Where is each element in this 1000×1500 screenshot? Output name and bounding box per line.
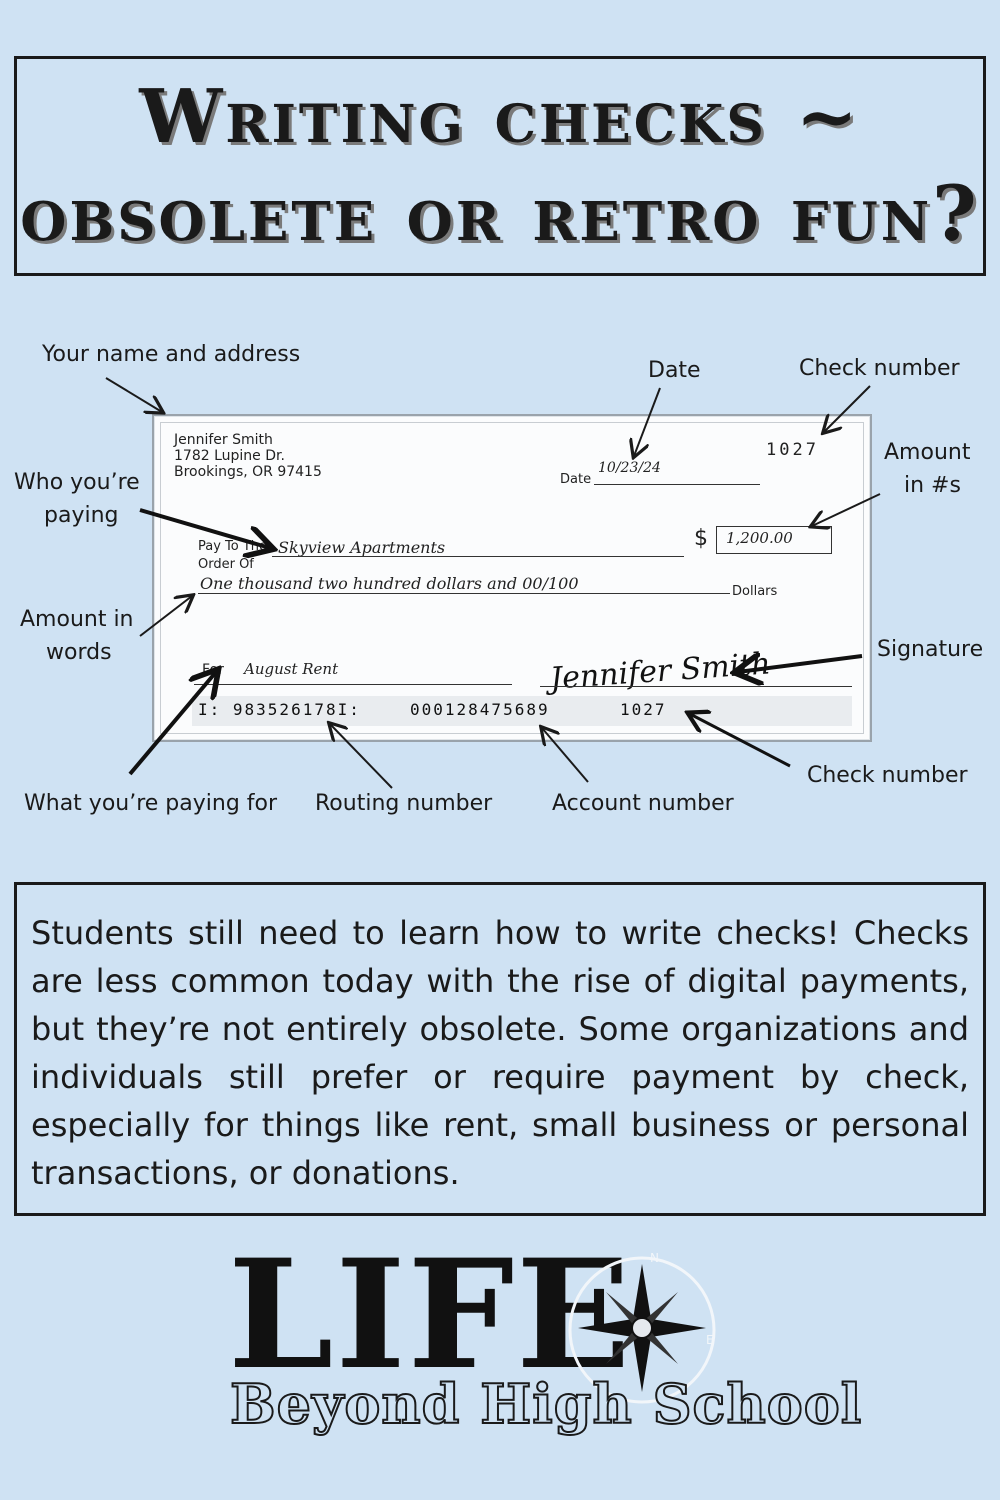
signature-line (540, 686, 852, 687)
page-title-line-1: Writing checks ~ (139, 74, 861, 160)
check-micr-number: 1027 (620, 700, 667, 719)
callout-routing-number: Routing number (315, 791, 493, 816)
arrow-what-paying-for (128, 672, 216, 776)
callout-check-number-top: Check number (799, 356, 960, 381)
logo-life-text: LIFE (228, 1227, 633, 1403)
callout-signature: Signature (877, 637, 984, 662)
check-amount-words: One thousand two hundred dollars and 00/… (200, 574, 579, 593)
compass-e-label: E (706, 1333, 714, 1347)
arrow-account-number (542, 728, 589, 783)
memo-line (194, 684, 512, 685)
arrow-amount-numbers (812, 493, 881, 526)
arrow-routing-number (330, 724, 393, 789)
callout-who-paying-line1: Who you’re (14, 470, 140, 495)
payee-line (272, 556, 684, 557)
check-number: 1027 (766, 440, 819, 460)
callout-who-paying-line2: paying (44, 503, 119, 528)
check-date-value: 10/23/24 (598, 460, 661, 476)
callout-amount-numbers-line1: Amount (884, 440, 971, 465)
callout-amount-numbers-line2: in #s (904, 473, 961, 498)
check-account-number: 000128475689 (410, 700, 550, 719)
callout-account-number: Account number (552, 791, 734, 816)
arrow-check-number-top (824, 385, 871, 432)
check-dollar-sign: $ (694, 526, 708, 551)
page-title-line-2: obsolete or retro fun? (20, 169, 980, 258)
check-amount-numeric: 1,200.00 (726, 529, 793, 547)
check-payee: Skyview Apartments (278, 538, 446, 557)
check-border (160, 422, 864, 734)
check-address-line2: Brookings, OR 97415 (174, 464, 322, 480)
callout-name-address: Your name and address (42, 342, 301, 367)
callout-check-number-bottom: Check number (807, 763, 968, 788)
check-routing-number: I: 983526178I: (198, 700, 361, 719)
check-address-line1: 1782 Lupine Dr. (174, 448, 285, 464)
arrow-name-address (105, 377, 162, 412)
micr-band (192, 696, 852, 726)
check-order-of-label: Order Of (198, 557, 254, 572)
date-line (594, 484, 760, 485)
callout-amount-words-line2: words (46, 640, 112, 665)
amount-words-line (198, 593, 730, 594)
logo-subtitle: Beyond High School (229, 1371, 863, 1437)
arrow-date (634, 387, 661, 456)
check-amount-box (716, 526, 832, 554)
arrow-signature (738, 656, 863, 672)
arrow-amount-words (139, 596, 192, 637)
compass-n-label: N (650, 1251, 659, 1265)
info-paragraph: Students still need to learn how to writ… (31, 914, 969, 1192)
callout-what-paying-for: What you’re paying for (24, 791, 278, 816)
arrow-check-number-bottom (690, 714, 791, 768)
info-box: Students still need to learn how to writ… (14, 882, 986, 1216)
check-date-label: Date (560, 472, 592, 487)
callout-amount-words-line1: Amount in (20, 607, 134, 632)
check-owner-name: Jennifer Smith (174, 432, 273, 448)
title-box: Writing checks ~ obsolete or retro fun? (14, 56, 986, 276)
arrow-who-paying (139, 508, 270, 548)
callout-date: Date (648, 358, 701, 383)
check-memo: August Rent (244, 660, 339, 678)
check-dollars-label: Dollars (732, 584, 778, 599)
